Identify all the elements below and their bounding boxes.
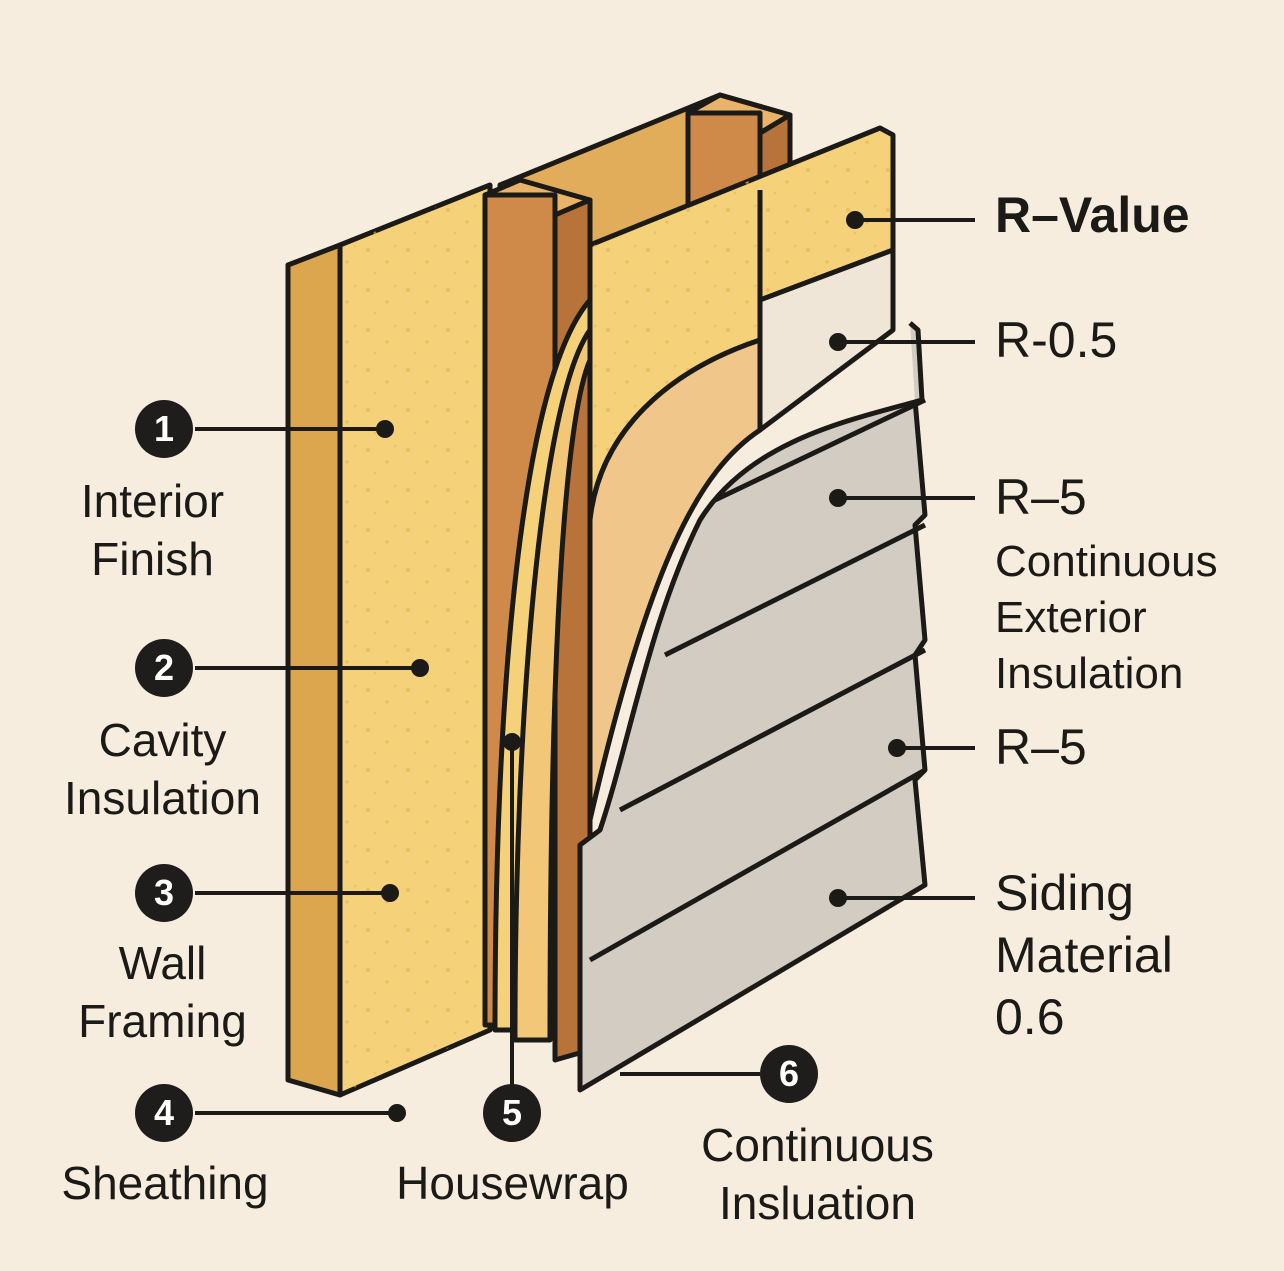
label-line: Continuous	[995, 537, 1218, 586]
continuous-exterior-insulation-desc: Continuous Exterior Insulation	[995, 534, 1218, 702]
callout-badge-6: 6	[760, 1045, 818, 1103]
label-line: Housewrap	[396, 1157, 629, 1209]
label-cavity-insulation: Cavity Insulation	[50, 711, 275, 827]
label-line: Framing	[78, 995, 247, 1047]
label-line: Sheathing	[61, 1157, 269, 1209]
label-line: Interior	[80, 475, 225, 527]
r-value-siding-course: R–5	[995, 719, 1087, 775]
callout-badge-5: 5	[483, 1084, 541, 1142]
label-line: Insluation	[719, 1177, 916, 1229]
label-line: Exterior	[995, 593, 1147, 642]
siding-course	[618, 647, 927, 813]
r-value-continuous: R–5	[995, 469, 1087, 525]
cavity-panel	[587, 337, 763, 823]
r-value-header: R–Value	[995, 187, 1190, 243]
label-line: 0.6	[995, 989, 1065, 1045]
siding-course	[588, 767, 927, 963]
label-continuous-insulation: Continuous Insluation	[680, 1116, 955, 1232]
label-line: Siding	[995, 865, 1134, 921]
label-line: Continuous	[701, 1119, 934, 1171]
callout-badge-1: 1	[135, 400, 193, 458]
label-line: Finish	[91, 533, 214, 585]
label-housewrap: Housewrap	[385, 1154, 640, 1212]
label-line: Wall	[118, 937, 207, 989]
callout-badge-2: 2	[135, 639, 193, 697]
label-wall-framing: Wall Framing	[50, 934, 275, 1050]
siding-course	[713, 397, 927, 503]
foam-board	[757, 247, 896, 433]
label-line: Insulation	[64, 772, 261, 824]
label-interior-finish: Interior Finish	[40, 472, 265, 588]
callout-badge-4: 4	[135, 1084, 193, 1142]
label-line: Cavity	[98, 714, 227, 766]
callout-badge-3: 3	[135, 864, 193, 922]
r-value-foam-board: R-0.5	[995, 312, 1118, 368]
label-line: Material	[995, 927, 1173, 983]
siding-material-label: Siding Material 0.6	[995, 862, 1173, 1048]
label-sheathing: Sheathing	[40, 1154, 290, 1212]
label-line: Insulation	[995, 649, 1184, 698]
siding-course	[663, 522, 927, 658]
